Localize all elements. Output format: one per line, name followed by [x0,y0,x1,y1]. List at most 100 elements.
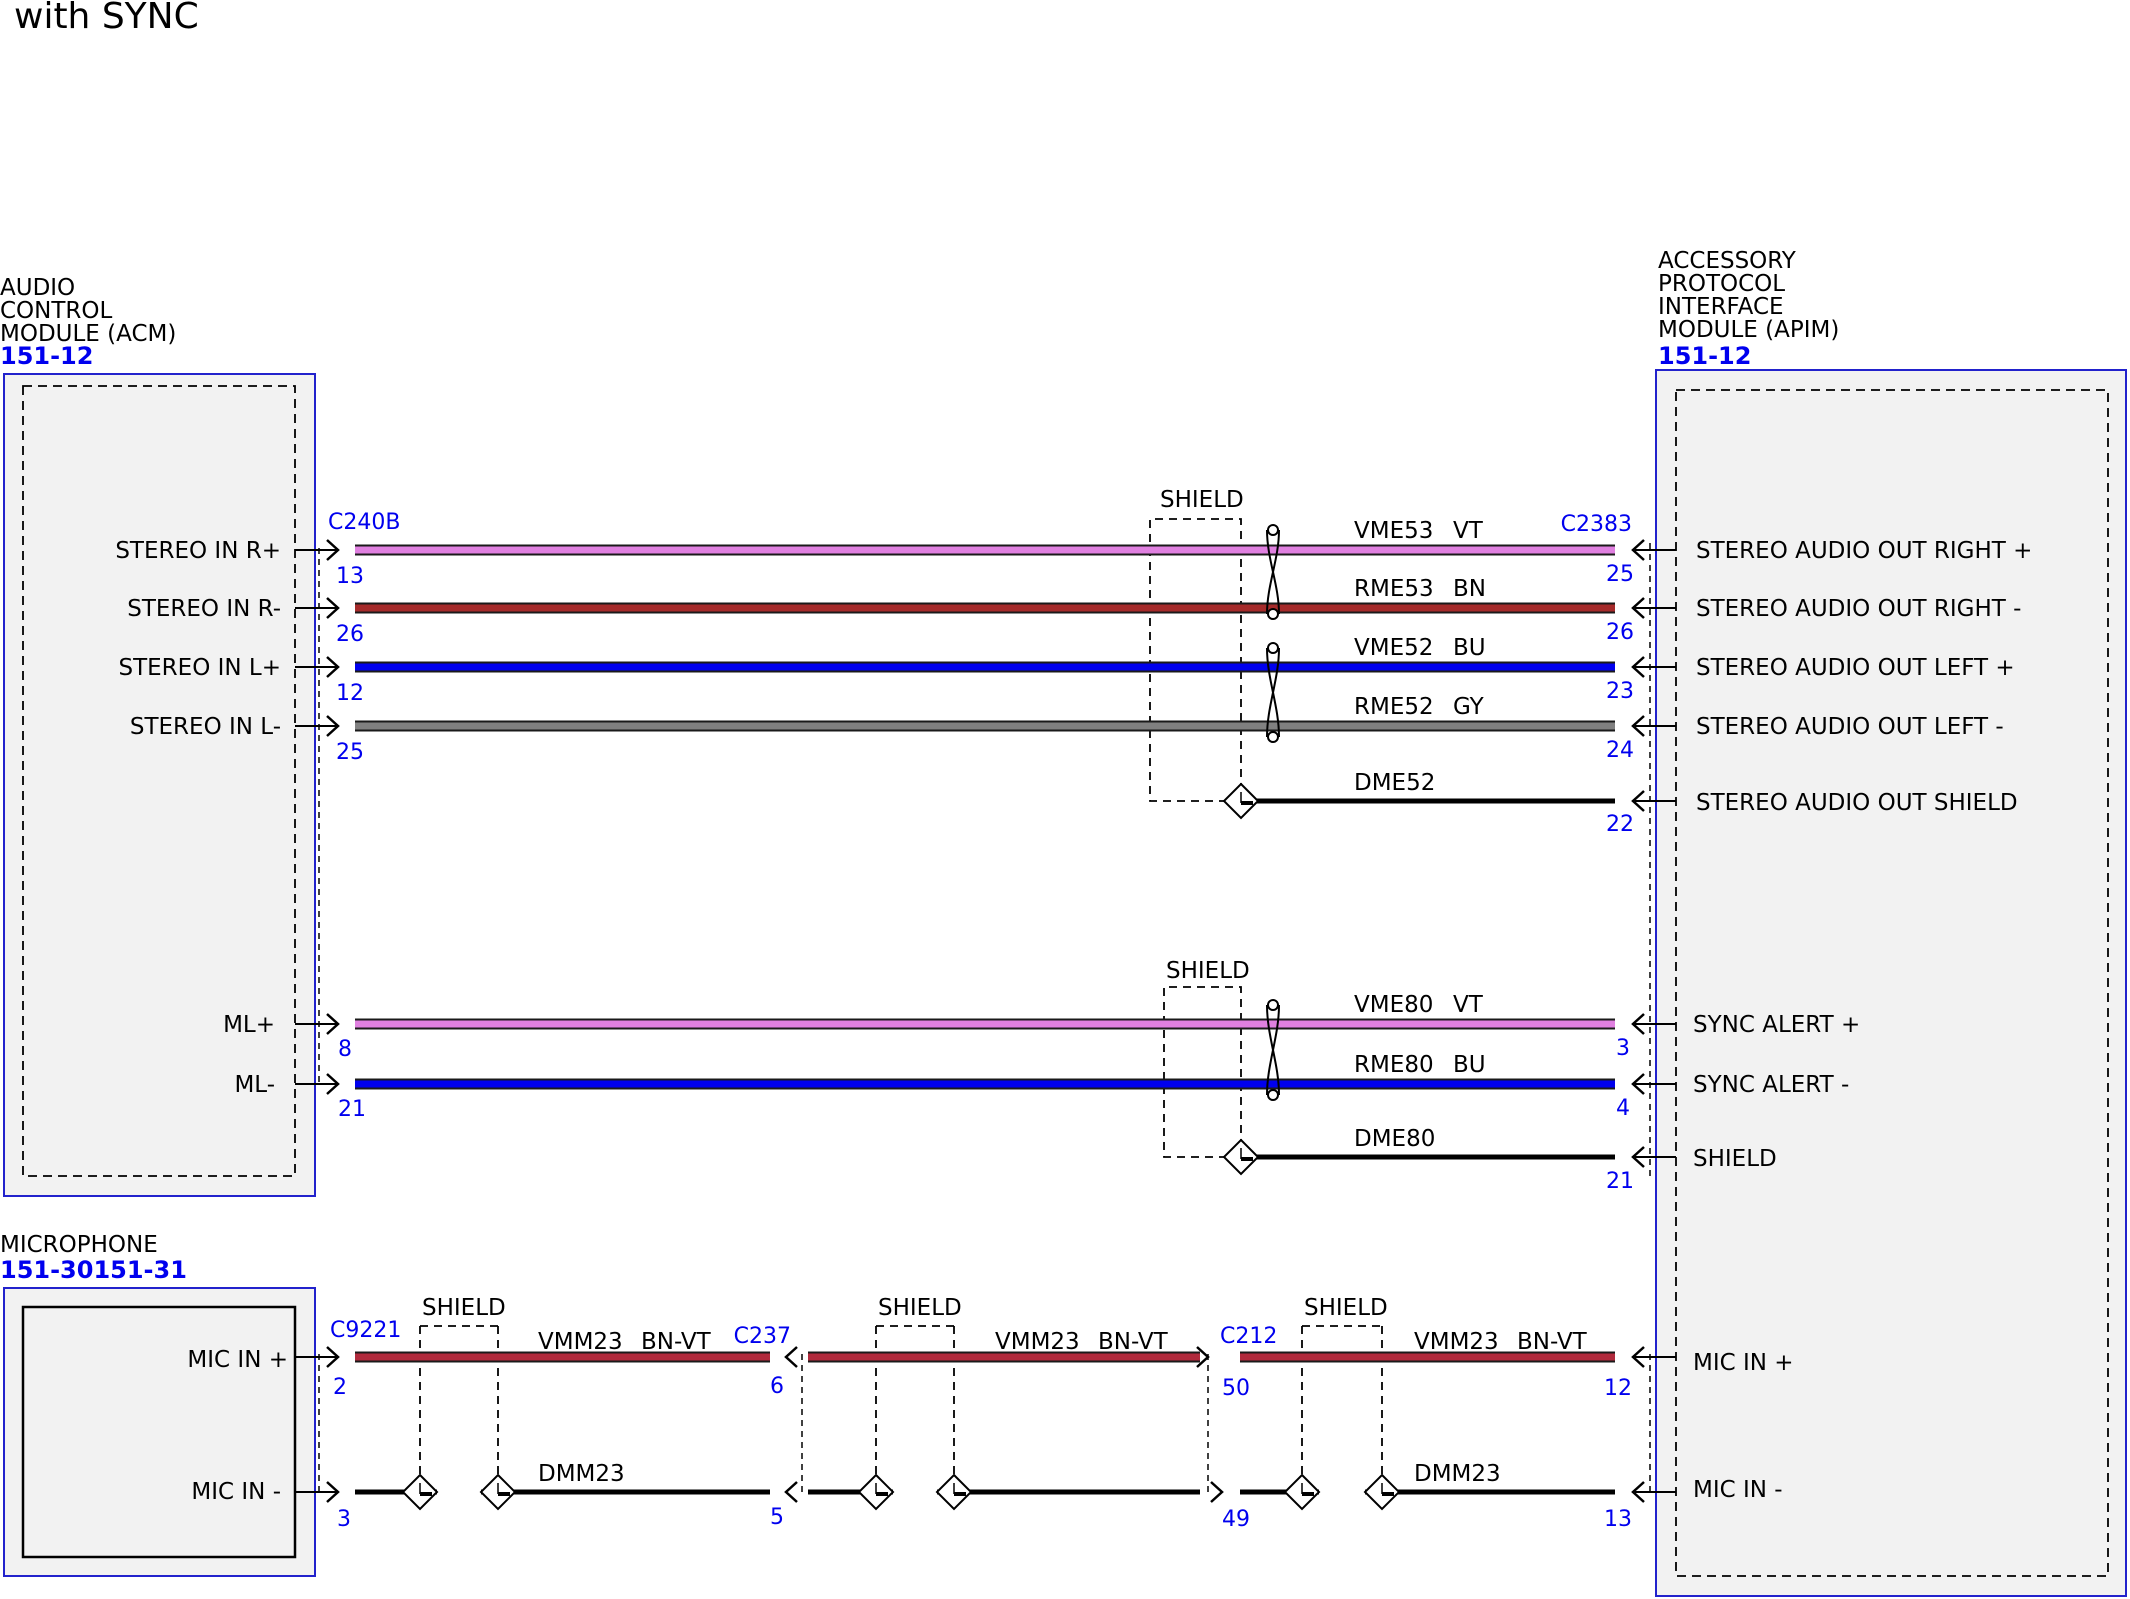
apim-module-box [1655,369,2127,1597]
sync-circuit-name: RME80 [1354,1052,1434,1078]
diagram-title: with SYNC [14,0,199,37]
inline-2-pin-arrow [1196,1346,1210,1368]
stereo-twist-left-top [1267,642,1279,654]
acm-pin-arrow [326,656,340,678]
mic-minus-apim-pin: 13 [1604,1507,1632,1532]
apim-pin-arrow [1631,539,1645,561]
apim-connector-label: C2383 [1561,512,1632,537]
apim-pin-arrow [1631,597,1645,619]
stereo-shield-box [1149,518,1242,802]
acm-pin-arrow [326,1013,340,1035]
stereo-right-label: STEREO AUDIO OUT LEFT + [1696,655,2015,681]
stereo-twist-right-bottom [1267,608,1279,620]
stereo-shield-label: SHIELD [1160,487,1244,513]
stereo-drain-pin: 22 [1606,812,1634,837]
mic-plus-circuit-name: VMM23 [995,1329,1080,1355]
stereo-twist-left-b [1266,647,1280,738]
stereo-right-label: STEREO AUDIO OUT RIGHT + [1696,538,2032,564]
mic-minus-inline-1-pin: 5 [770,1505,784,1530]
acm-module-inner [22,385,296,1177]
shapes-layer [3,369,2127,1597]
apim-pin-arrow [1631,1146,1645,1168]
stereo-color-code: VT [1453,518,1484,544]
apim-pin-arrow [1631,1013,1645,1035]
stereo-circuit-name: VME52 [1354,635,1433,661]
acm-name-line: CONTROL [0,298,113,324]
acm-name-line: AUDIO [0,275,75,301]
mic-minus-pin: 3 [337,1507,351,1532]
microphone-name-line: MICROPHONE [0,1232,158,1258]
mic-minus-circuit-name: DMM23 [538,1461,625,1487]
acm-pin-arrow [326,1073,340,1095]
stereo-right-pin: 23 [1606,679,1634,704]
stereo-right-pin: 25 [1606,562,1634,587]
stereo-color-code: BN [1453,576,1486,602]
stereo-circuit-name: RME53 [1354,576,1434,602]
sync-shield-box [1163,986,1242,1158]
acm-pin-arrow [326,597,340,619]
apim-pin-arrow [1631,1346,1645,1368]
mic-shield-label: SHIELD [1304,1295,1388,1321]
microphone-module-box [3,1287,316,1577]
stereo-circuit-name: VME53 [1354,518,1433,544]
apim-pin-arrow [1631,790,1645,812]
sync-drain-circuit: DME80 [1354,1126,1435,1152]
inline-1-connector-label: C237 [734,1324,791,1349]
stereo-left-label: STEREO IN R+ [115,538,281,564]
apim-ref: 151-12 [1658,342,1751,370]
stereo-left-pin: 26 [336,622,364,647]
stereo-left-pin: 25 [336,740,364,765]
acm-module-box [3,373,316,1197]
sync-shield-label: SHIELD [1166,958,1250,984]
mic-shield-label: SHIELD [878,1295,962,1321]
apim-pin-arrow [1631,656,1645,678]
stereo-left-label: STEREO IN R- [127,596,281,622]
apim-name-line: ACCESSORY [1658,248,1797,274]
stereo-color-code: GY [1453,694,1485,720]
sync-left-label: ML- [234,1072,275,1098]
sync-left-pin: 21 [338,1097,366,1122]
acm-connector-label: C240B [328,510,400,535]
stereo-twist-right-b [1266,529,1280,615]
apim-pin-arrow [1631,1073,1645,1095]
stereo-circuit-name: RME52 [1354,694,1434,720]
stereo-right-label: STEREO AUDIO OUT RIGHT - [1696,596,2021,622]
inline-2-connector-label: C212 [1220,1324,1277,1349]
stereo-right-pin: 26 [1606,620,1634,645]
stereo-left-pin: 13 [336,564,364,589]
microphone-module-inner [21,1305,297,1559]
sync-right-label: SYNC ALERT - [1693,1072,1849,1098]
sync-right-pin: 4 [1616,1096,1630,1121]
stereo-left-label: STEREO IN L+ [119,655,282,681]
mic-plus-pin: 2 [333,1375,347,1400]
stereo-twist-right-top [1267,524,1279,536]
mic-plus-apim-pin: 12 [1604,1376,1632,1401]
sync-color-code: BU [1453,1052,1486,1078]
apim-name-line: MODULE (APIM) [1658,317,1839,343]
acm-name-line: MODULE (ACM) [0,321,176,347]
mic-minus-left-label: MIC IN - [191,1479,281,1505]
sync-circuit-name: VME80 [1354,992,1433,1018]
mic-minus-inline-2-pin: 49 [1222,1507,1250,1532]
mic-plus-right-label: MIC IN + [1693,1350,1794,1376]
sync-twist-b [1266,1004,1280,1096]
inline-1-pin-arrow [784,1481,798,1503]
sync-left-pin: 8 [338,1037,352,1062]
sync-color-code: VT [1453,992,1484,1018]
apim-name-line: INTERFACE [1658,294,1784,320]
mic-plus-color-code: BN-VT [641,1329,712,1355]
acm-pin-arrow [326,715,340,737]
mic-plus-circuit-name: VMM23 [1414,1329,1499,1355]
acm-ref: 151-12 [0,342,93,370]
stereo-drain-label: STEREO AUDIO OUT SHIELD [1696,790,2018,816]
mic-plus-inline-2-pin: 50 [1222,1376,1250,1401]
mic-plus-circuit-name: VMM23 [538,1329,623,1355]
apim-pin-arrow [1631,1481,1645,1503]
apim-pin-arrow [1631,715,1645,737]
mic-shield-label: SHIELD [422,1295,506,1321]
apim-module-inner [1675,389,2109,1577]
symbols-layer [295,524,1676,1511]
mic-pin-arrow [326,1481,340,1503]
